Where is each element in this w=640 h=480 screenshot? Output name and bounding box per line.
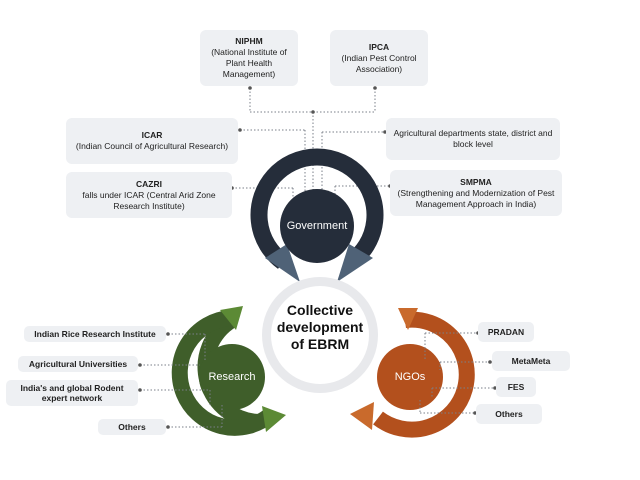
center-title-line2: development: [276, 319, 364, 335]
smpma-title: SMPMA: [460, 176, 492, 187]
icar-title: ICAR: [141, 130, 163, 140]
government-cycle-arrow: [250, 148, 384, 282]
ngos-connectors: [419, 332, 495, 414]
ngos-label: NGOs: [394, 371, 426, 383]
research-item-others: Others: [98, 419, 166, 435]
ipca-desc: (Indian Pest Control Association): [341, 52, 417, 74]
research-hub: [199, 344, 265, 410]
center-circle: [271, 286, 369, 384]
research-item-rodent-network: India's and global Rodent expert network: [6, 380, 138, 406]
ipca-box: IPCA (Indian Pest Control Association): [330, 30, 428, 86]
ngo-item-fes: FES: [496, 377, 536, 397]
government-hub: [280, 189, 354, 263]
niphm-desc: (National Institute of Plant Health Mana…: [211, 47, 287, 79]
agri-dept-desc: Agricultural departments state, district…: [393, 128, 553, 149]
niphm-title: NIPHM: [235, 36, 263, 46]
ngo-item-others: Others: [476, 404, 542, 424]
research-item-agri-universities: Agricultural Universities: [18, 356, 138, 372]
government-label: Government: [286, 220, 348, 232]
center-title-line3: of EBRM: [290, 336, 350, 352]
icar-desc: (Indian Council of Agricultural Research…: [75, 141, 229, 151]
center-title: Collective development of EBRM: [268, 302, 372, 353]
research-connectors: [140, 333, 223, 428]
research-label: Research: [208, 371, 256, 383]
niphm-box: NIPHM (National Institute of Plant Healt…: [200, 30, 298, 86]
ngo-item-pradan: PRADAN: [478, 322, 534, 342]
ngos-cycle-arrow: [350, 308, 475, 438]
cazri-box: CAZRI falls under ICAR (Central Arid Zon…: [66, 172, 232, 218]
research-item-rice-institute: Indian Rice Research Institute: [24, 326, 166, 342]
ngos-connector-dots: [473, 331, 497, 415]
smpma-desc: (Strengthening and Modernization of Pest…: [397, 187, 555, 209]
icar-box: ICAR (Indian Council of Agricultural Res…: [66, 118, 238, 164]
cazri-desc: falls under ICAR (Central Arid Zone Rese…: [82, 189, 216, 211]
ipca-title: IPCA: [368, 41, 390, 52]
agri-dept-box: Agricultural departments state, district…: [386, 118, 560, 160]
smpma-box: SMPMA (Strengthening and Modernization o…: [390, 170, 562, 216]
ngo-item-metameta: MetaMeta: [492, 351, 570, 371]
center-title-line1: Collective: [286, 302, 354, 318]
cazri-title: CAZRI: [136, 178, 162, 189]
ngos-hub: [377, 344, 443, 410]
research-connector-dots: [138, 332, 170, 429]
